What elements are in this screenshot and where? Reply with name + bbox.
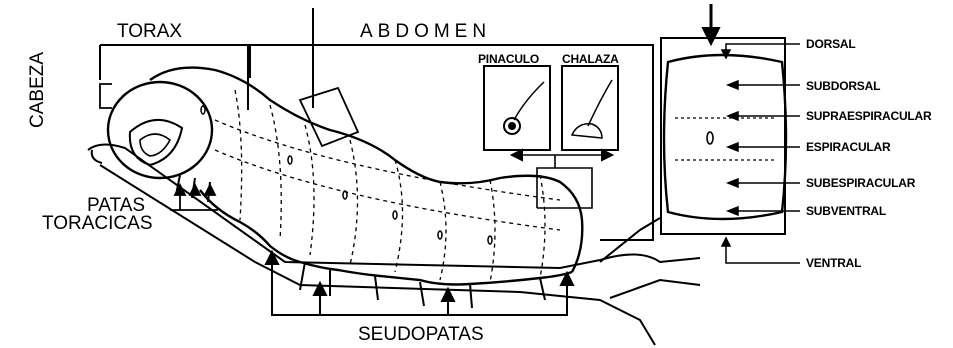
- region-ventral: VENTRAL: [806, 257, 861, 269]
- region-subventral: SUBVENTRAL: [806, 205, 886, 217]
- region-leaders: [722, 44, 800, 263]
- chalaza-label: CHALAZA: [562, 53, 619, 65]
- cross-section: [661, 4, 786, 234]
- region-subdorsal: SUBDORSAL: [806, 80, 880, 92]
- pinaculo-box: [484, 66, 550, 150]
- section-cut: [300, 88, 358, 146]
- seudopatas-label: SEUDOPATAS: [358, 325, 484, 344]
- abdomen-frame: [250, 45, 653, 240]
- region-supraespiracular: SUPRAESPIRACULAR: [806, 110, 931, 122]
- thorax-frame: [100, 45, 248, 110]
- toracicas-label: TORACICAS: [42, 214, 153, 233]
- setae-inset: [484, 66, 618, 208]
- cabeza-label: CABEZA: [28, 52, 47, 128]
- abdomen-label: ABDOMEN: [360, 22, 491, 41]
- region-espiracular: ESPIRACULAR: [806, 141, 890, 153]
- region-dorsal: DORSAL: [806, 38, 855, 50]
- pinaculo-dot: [509, 123, 515, 129]
- region-subespiracular: SUBESPIRACULAR: [806, 177, 915, 189]
- torax-label: TORAX: [117, 22, 182, 41]
- pinaculo-label: PINACULO: [478, 53, 539, 65]
